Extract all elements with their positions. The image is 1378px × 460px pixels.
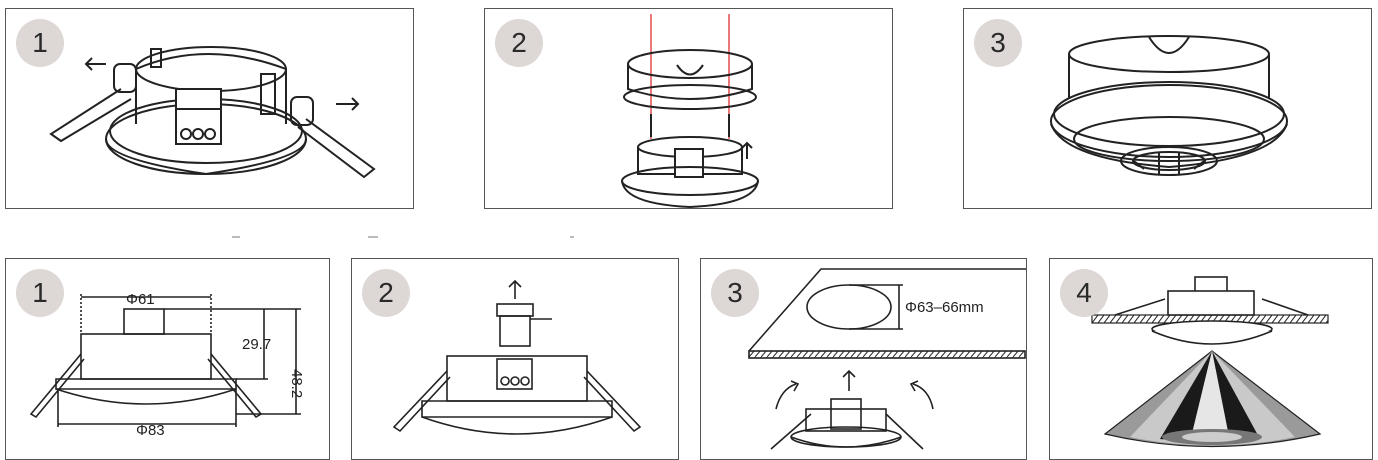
depth-label: 29.7: [242, 336, 271, 353]
sensor-assembled-illustration: [1050, 35, 1288, 176]
step-number-badge: 2: [495, 19, 543, 67]
step-number-badge: 1: [16, 19, 64, 67]
detection-cone-illustration: [1091, 276, 1329, 448]
sensor-screw-mount-illustration: [621, 14, 759, 208]
inner-diameter-label: Φ61: [126, 291, 155, 308]
terminal-cover-removal-illustration: [392, 279, 642, 435]
cutout-diameter-label: Φ63–66mm: [905, 299, 984, 316]
step-number-badge: 4: [1060, 269, 1108, 317]
bottom-step-3-panel: 3 Φ63–66mm: [700, 258, 1027, 460]
step-number-badge: 3: [974, 19, 1022, 67]
bottom-step-2-panel: 2: [351, 258, 679, 460]
step-number-badge: 2: [362, 269, 410, 317]
dimension-drawing: Φ61 Φ83 29.7 48.2: [29, 291, 305, 439]
sensor-spring-clips-illustration: [49, 46, 376, 179]
outer-diameter-label: Φ83: [136, 422, 165, 439]
ceiling-cutout-install-illustration: Φ63–66mm: [748, 268, 1026, 450]
step-number-badge: 3: [711, 269, 759, 317]
top-step-3-panel: 3: [963, 8, 1372, 209]
step-number-badge: 1: [16, 269, 64, 317]
bottom-step-4-panel: 4: [1049, 258, 1373, 460]
divider-mark: [232, 236, 240, 248]
divider-mark: [368, 236, 378, 248]
bottom-step-1-panel: 1 Φ61 Φ83 29.7 48.2: [5, 258, 330, 460]
top-step-2-panel: 2: [484, 8, 893, 209]
divider-mark: [570, 236, 574, 248]
top-step-1-panel: 1: [5, 8, 414, 209]
height-label: 48.2: [288, 369, 305, 398]
